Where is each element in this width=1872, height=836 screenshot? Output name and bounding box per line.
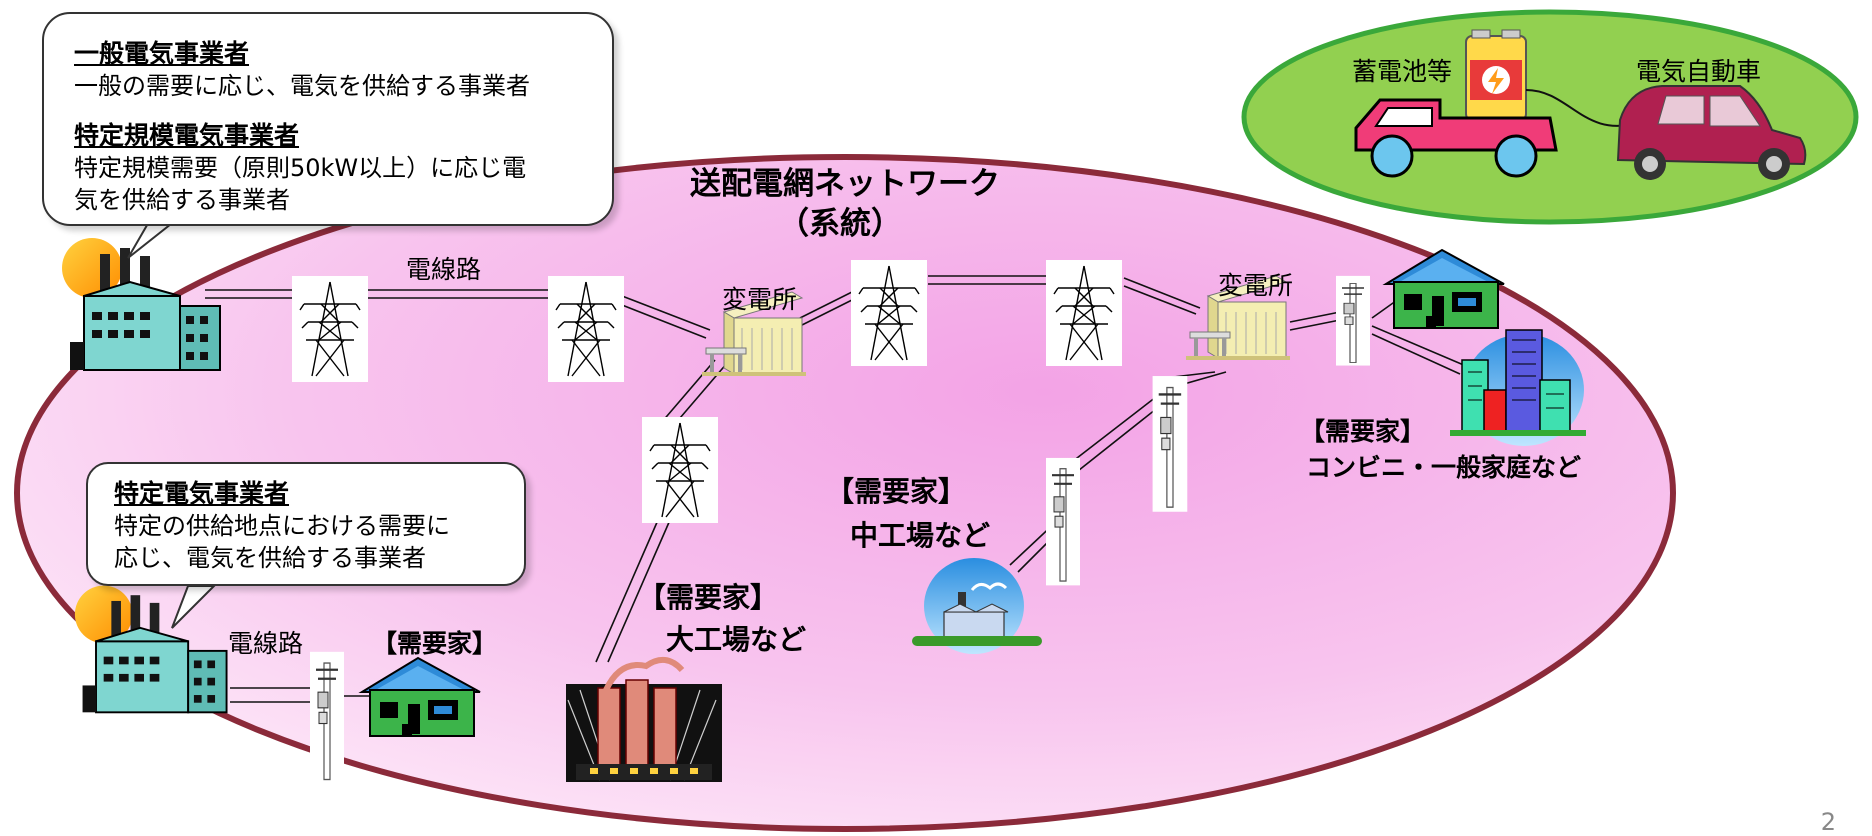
specific-supplier-desc-line1: 特定の供給地点における需要に — [114, 512, 450, 540]
transmission-tower-icon — [291, 275, 369, 383]
substation-label: 変電所 — [722, 285, 798, 314]
medium-factory-icon — [912, 558, 1042, 654]
transmission-tower-icon — [850, 259, 928, 367]
general-supplier-heading: 一般電気事業者 — [74, 39, 250, 68]
utility-pole-icon — [308, 650, 346, 786]
callout-specific-supplier: 特定電気事業者 特定の供給地点における需要に 応じ、電気を供給する事業者 — [86, 462, 526, 586]
large-factory-icon — [566, 657, 722, 782]
battery-label: 蓄電池等 — [1352, 57, 1453, 86]
power-line-label: 電線路 — [406, 255, 482, 284]
general-supplier-desc: 一般の需要に応じ、電気を供給する事業者 — [74, 72, 530, 100]
electric-car-icon — [1616, 85, 1807, 180]
callout-general-supplier: 一般電気事業者 一般の需要に応じ、電気を供給する事業者 特定規模電気事業者 特定… — [42, 12, 614, 226]
network-title-line1: 送配電網ネットワーク — [690, 166, 1000, 202]
consumer-medium-label: 【需要家】 — [826, 475, 967, 508]
consumer-medium-desc: 中工場など — [850, 519, 991, 552]
scaled-supplier-desc-line1: 特定規模需要（原則50kW以上）に応じ電 — [74, 154, 527, 182]
page-number: 2 — [1820, 808, 1836, 836]
consumer-large-desc: 大工場など — [666, 623, 807, 656]
consumer-large-label: 【需要家】 — [638, 581, 779, 614]
transmission-tower-icon — [641, 416, 719, 524]
transmission-tower-icon — [1045, 259, 1123, 367]
consumer-small-label: 【需要家】 — [1300, 417, 1426, 446]
consumer-label: 【需要家】 — [372, 629, 498, 658]
scaled-supplier-heading: 特定規模電気事業者 — [74, 121, 300, 150]
electric-car-label: 電気自動車 — [1636, 57, 1762, 86]
scaled-supplier-desc-line2: 気を供給する事業者 — [74, 186, 290, 214]
callout-tail-specific — [171, 585, 217, 629]
specific-supplier-desc-line2: 応じ、電気を供給する事業者 — [114, 544, 426, 572]
utility-pole-icon — [1044, 456, 1082, 587]
utility-pole-icon — [1151, 374, 1189, 513]
substation-label: 変電所 — [1218, 271, 1294, 300]
utility-pole-icon — [1335, 274, 1371, 367]
consumer-small-desc: コンビニ・一般家庭など — [1306, 453, 1582, 482]
city-buildings-icon — [1450, 329, 1586, 446]
network-title-line2: （系統） — [778, 206, 902, 242]
transmission-tower-icon — [547, 275, 625, 383]
truck-battery-icon — [1354, 29, 1558, 178]
specific-supplier-heading: 特定電気事業者 — [114, 479, 290, 508]
power-line-label: 電線路 — [228, 629, 304, 658]
